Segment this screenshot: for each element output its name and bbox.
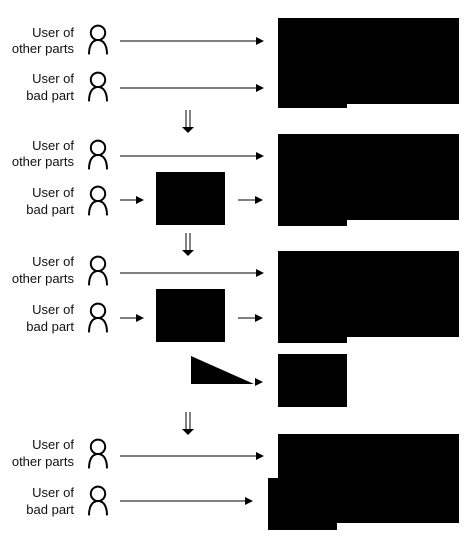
stage-1: User of other parts User of bad part: [12, 18, 459, 108]
user-other-label-line1: User of: [32, 437, 74, 452]
person-outline-icon: [87, 24, 109, 56]
person-outline-icon: [87, 302, 109, 334]
user-other-label-line2: other parts: [12, 41, 75, 56]
double-down-arrow-icon: [182, 110, 194, 133]
intermediate-block: [156, 172, 225, 225]
isolated-block: [278, 354, 347, 407]
shared-resource-block: [278, 134, 459, 226]
user-bad-label-line2: bad part: [26, 319, 74, 334]
person-outline-icon: [87, 255, 109, 287]
stage-2: User of other parts User of bad part: [12, 134, 459, 226]
user-bad-label-line1: User of: [32, 302, 74, 317]
user-bad-label-line1: User of: [32, 185, 74, 200]
user-bad-label-line2: bad part: [26, 202, 74, 217]
user-other-label-line1: User of: [32, 138, 74, 153]
person-outline-icon: [87, 185, 109, 217]
person-outline-icon: [87, 71, 109, 103]
person-outline-icon: [87, 485, 109, 517]
stage-4: User of other parts User of bad part: [12, 434, 459, 530]
user-bad-label-line1: User of: [32, 71, 74, 86]
double-down-arrow-icon: [182, 233, 194, 256]
shared-resource-block: [278, 18, 459, 108]
user-bad-label-line1: User of: [32, 485, 74, 500]
person-outline-icon: [87, 438, 109, 470]
user-bad-label-line2: bad part: [26, 88, 74, 103]
stage-3: User of other parts User of bad part: [12, 251, 459, 407]
user-other-label-line1: User of: [32, 25, 74, 40]
user-bad-label-line2: bad part: [26, 502, 74, 517]
user-other-label-line2: other parts: [12, 271, 75, 286]
double-down-arrow-icon: [182, 412, 194, 435]
wedge-shape: [191, 356, 254, 384]
user-other-label-line2: other parts: [12, 454, 75, 469]
shared-resource-block: [278, 251, 459, 343]
shared-resource-block: [268, 434, 459, 530]
user-other-label-line1: User of: [32, 254, 74, 269]
user-other-label-line2: other parts: [12, 154, 75, 169]
person-outline-icon: [87, 139, 109, 171]
intermediate-block: [156, 289, 225, 342]
